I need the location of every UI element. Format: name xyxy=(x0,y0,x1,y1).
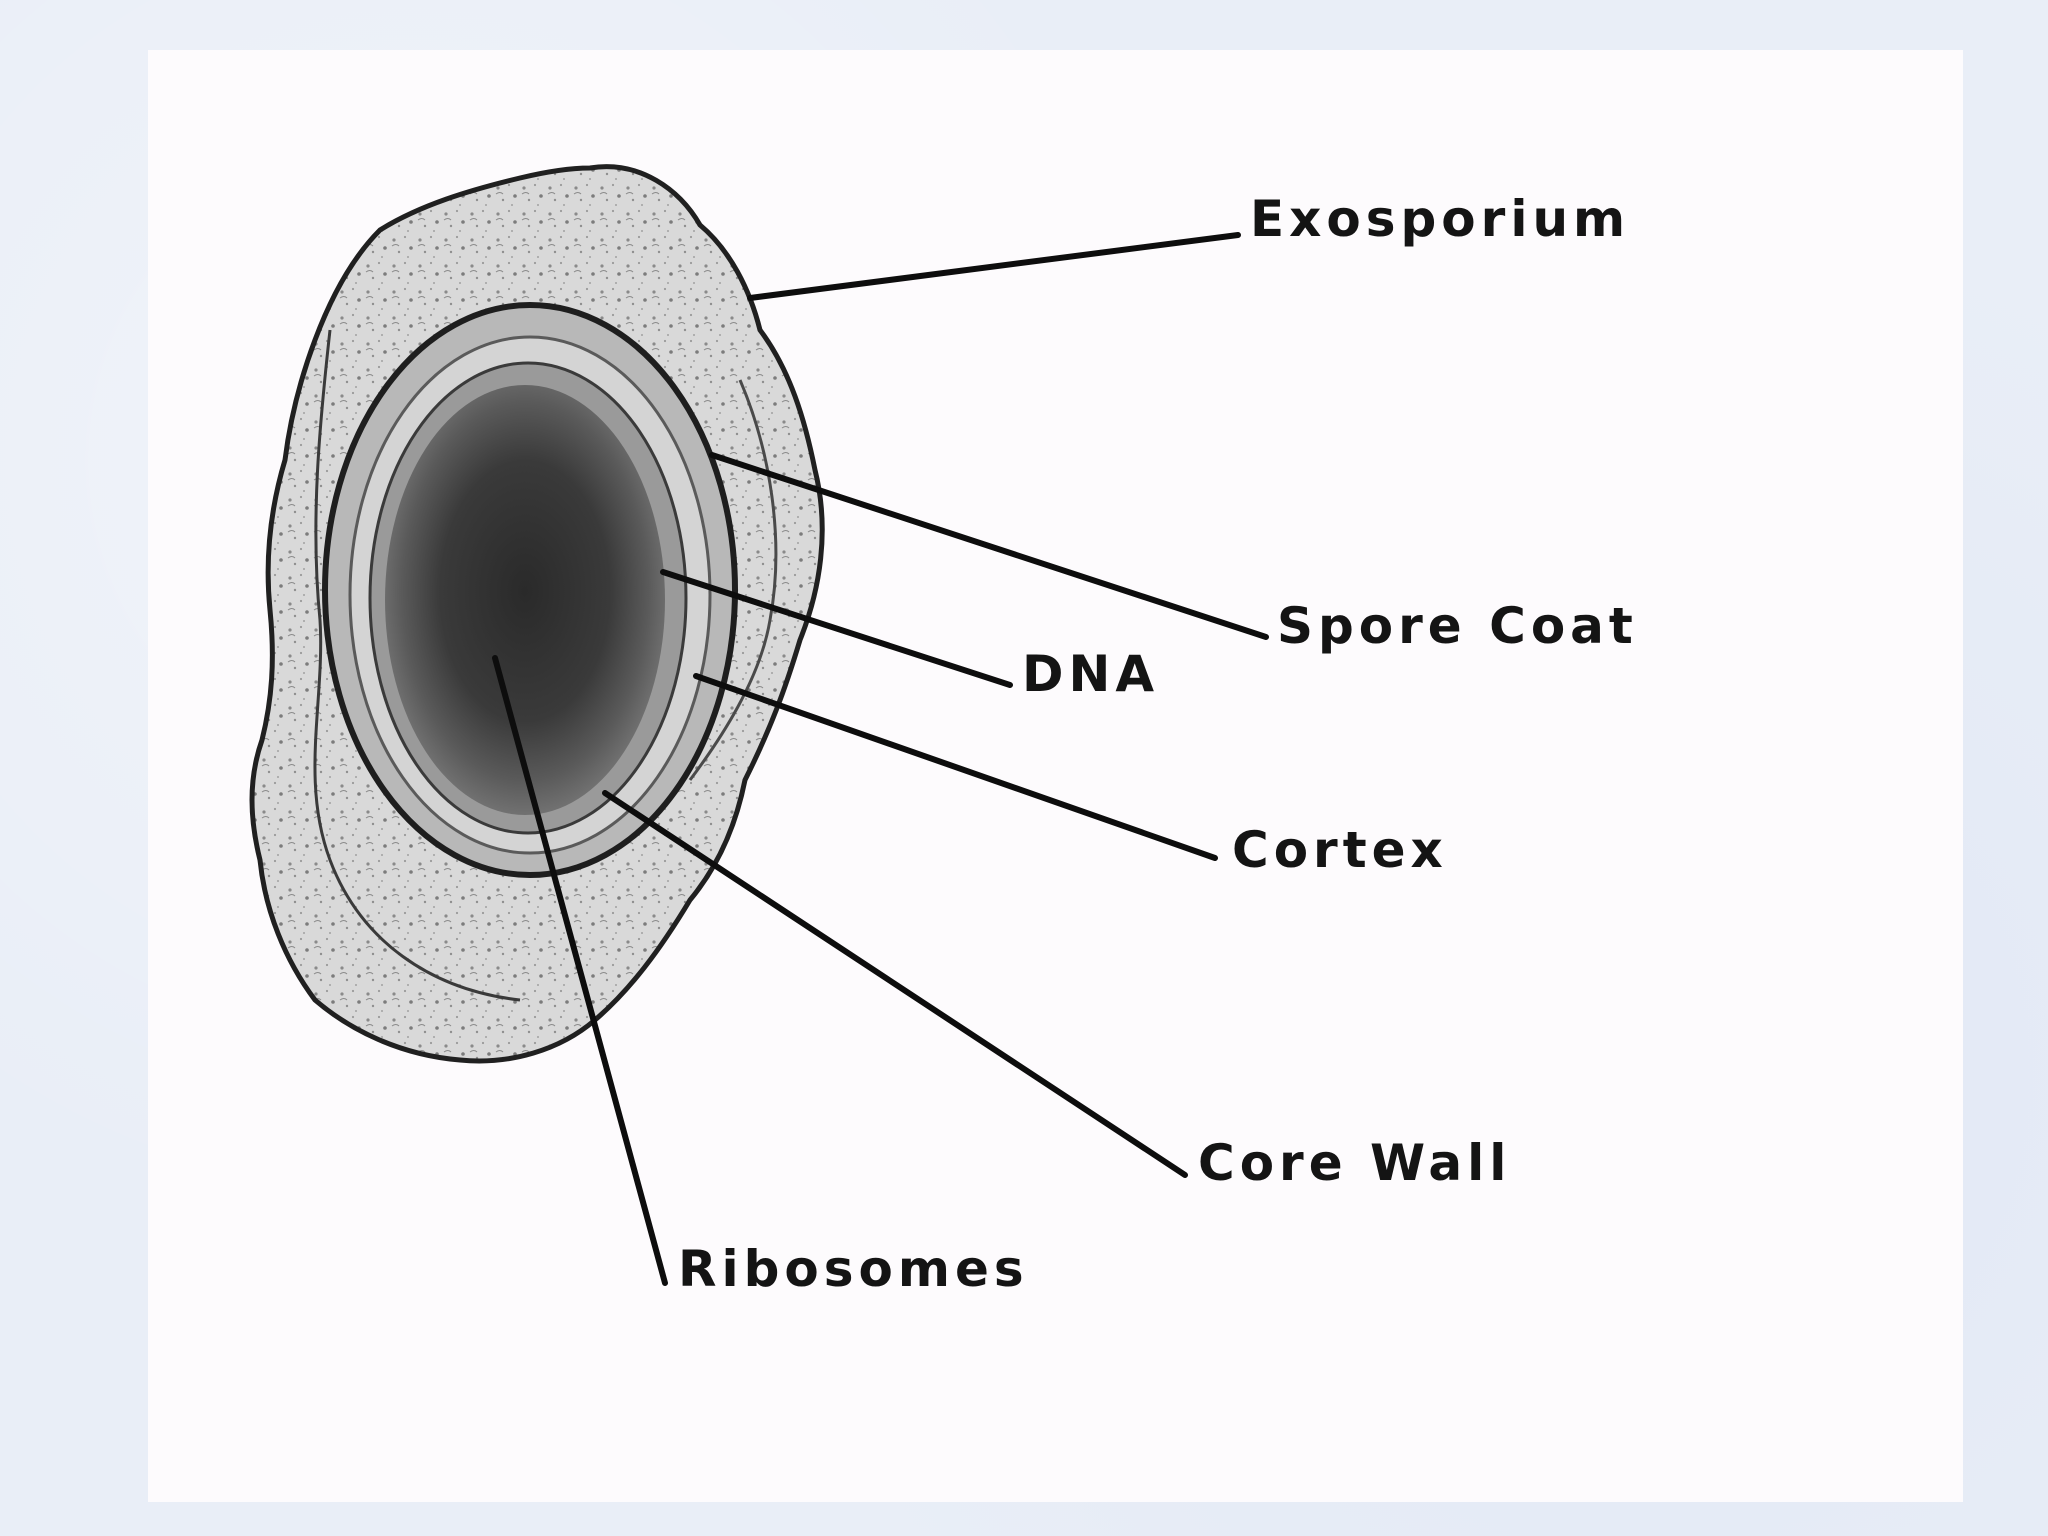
exosporium-inner-line-2 xyxy=(688,379,778,781)
core-wall-label: Core Wall xyxy=(1198,1134,1511,1192)
core-wall-leader-line xyxy=(602,790,1188,1178)
ribosomes-leader-line xyxy=(492,655,668,1286)
cortex-leader-line xyxy=(693,673,1218,861)
spore-coat-label: Spore Coat xyxy=(1277,597,1638,655)
spore-coat-leader-line xyxy=(709,452,1269,640)
exosporium-label: Exosporium xyxy=(1250,190,1630,248)
dna-leader-line xyxy=(660,569,1013,688)
exosporium-leader-line xyxy=(747,232,1241,301)
exosporium-inner-line xyxy=(313,329,521,1002)
dna-label: DNA xyxy=(1022,645,1159,703)
spore-core xyxy=(385,385,665,815)
cortex-label: Cortex xyxy=(1232,821,1448,879)
ribosomes-label: Ribosomes xyxy=(678,1240,1029,1298)
